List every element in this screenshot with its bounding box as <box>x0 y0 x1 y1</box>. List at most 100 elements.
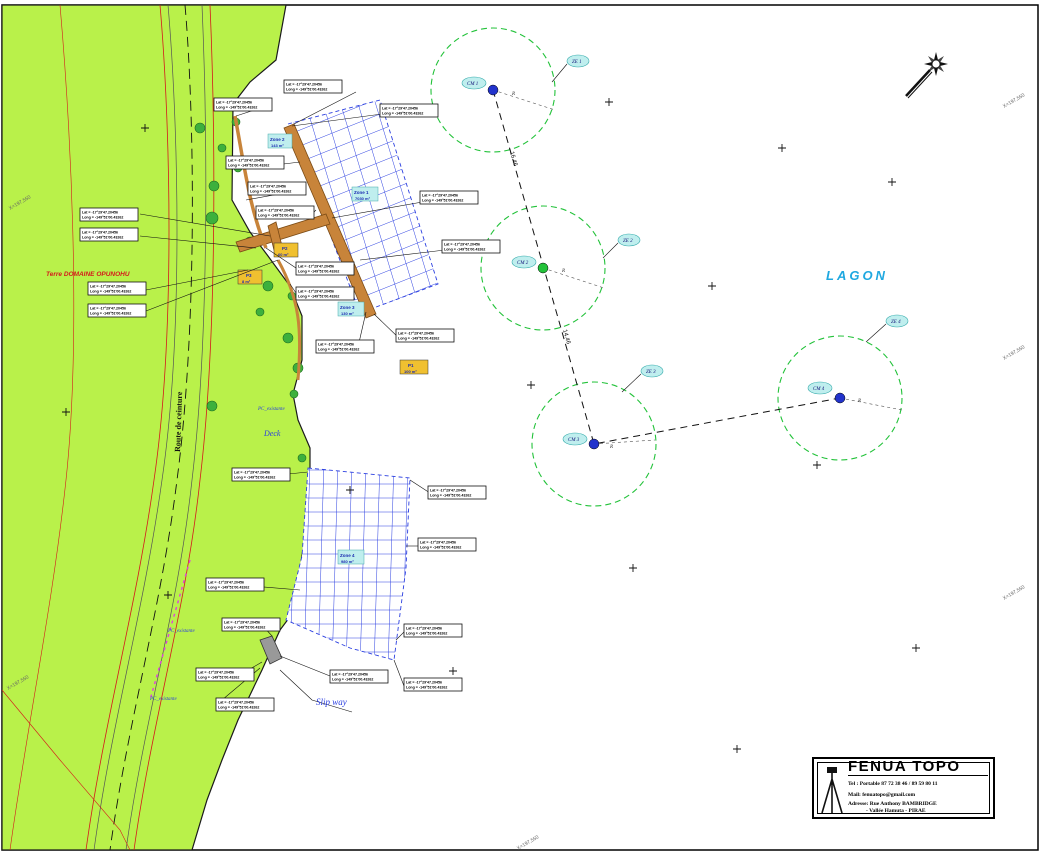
coordinate-long: Long = -149°51'00.43262 <box>422 199 463 203</box>
title-block-brand: FENUA TOPO <box>848 758 961 775</box>
coordinate-lat: Lat = -17°29'47.20456 <box>258 209 294 213</box>
coordinate-lat: Lat = -17°29'47.20456 <box>318 343 354 347</box>
small-zone-labels <box>237 242 429 375</box>
coordinate-long: Long = -149°51'00.43262 <box>216 106 257 110</box>
grid-crosses <box>62 98 920 753</box>
coordinate-lat: Lat = -17°29'47.20456 <box>332 673 368 677</box>
coordinate-lat: Lat = -17°29'47.20456 <box>406 627 442 631</box>
mooring-zone-label-2: ZE 2 <box>623 239 633 244</box>
title-block: FENUA TOPO Tel : Portable 87 72 38 46 / … <box>812 757 995 819</box>
road-label: Route de ceinture <box>173 391 184 452</box>
coordinate-long: Long = -149°51'00.43262 <box>382 112 423 116</box>
title-block-mail: Mail: fenuatopo@gmail.com <box>848 792 916 798</box>
coordinate-long: Long = -149°51'00.43262 <box>430 494 471 498</box>
zone-name-2: Zone 2 <box>270 137 285 142</box>
coordinate-long: Long = -149°51'00.43262 <box>228 164 269 168</box>
coordinate-long: Long = -149°51'00.43262 <box>398 337 439 341</box>
coordinate-lat: Lat = -17°29'47.20456 <box>224 621 260 625</box>
coordinate-long: Long = -149°51'00.43262 <box>406 686 447 690</box>
pc-label-3: PC_existante <box>149 697 177 702</box>
coordinate-lat: Lat = -17°29'47.20456 <box>208 581 244 585</box>
coordinate-lat: Lat = -17°29'47.20456 <box>82 211 118 215</box>
coordinate-lat: Lat = -17°29'47.20456 <box>286 83 322 87</box>
distance-label-2: 14.46 <box>561 329 571 346</box>
coordinate-lat: Lat = -17°29'47.20456 <box>382 107 418 111</box>
title-block-rule <box>848 775 988 776</box>
mooring-radius-label-3: R <box>609 445 613 450</box>
coordinate-long: Long = -149°51'00.43262 <box>218 706 259 710</box>
slipway-structure <box>259 635 283 665</box>
title-block-address2: - Vallée Hamuta - PIRAE <box>866 808 926 814</box>
coordinate-lat: Lat = -17°29'47.20456 <box>406 681 442 685</box>
slipway-label: Slip way <box>316 697 347 707</box>
small-zone-name-2: P2 <box>282 246 288 251</box>
compass-rose-icon <box>905 52 948 99</box>
coordinate-long: Long = -149°51'00.43262 <box>208 586 249 590</box>
mooring-zone-label-3: ZE 3 <box>646 370 656 375</box>
lagoon-label: LAGON <box>826 268 888 283</box>
coordinate-lat: Lat = -17°29'47.20456 <box>398 332 434 336</box>
pc-label-1: PC_existante <box>257 407 285 412</box>
coordinate-long: Long = -149°51'00.43262 <box>198 676 239 680</box>
mooring-zone-label-4: ZE 4 <box>891 320 901 325</box>
coordinate-lat: Lat = -17°29'47.20456 <box>422 194 458 198</box>
coordinate-lat: Lat = -17°29'47.20456 <box>82 231 118 235</box>
zone-name-3: Zone 3 <box>340 305 355 310</box>
surveyor-tripod-icon <box>821 767 843 814</box>
title-block-address: Adresse: Rue Anthony BAMBRIDGE <box>848 801 937 807</box>
small-zone-name-1: P1 <box>408 363 414 368</box>
zone-name-1: Zone 1 <box>354 190 369 195</box>
mooring-radius-label-4: R <box>857 399 861 404</box>
coordinate-long: Long = -149°51'00.43262 <box>298 295 339 299</box>
coordinate-long: Long = -149°51'00.43262 <box>258 214 299 218</box>
zone-area-2: 143 m² <box>271 143 284 148</box>
land-label: Terre DOMAINE OPUNOHU <box>46 271 130 278</box>
title-block-phone: Tel : Portable 87 72 38 46 / 89 59 80 11 <box>848 781 938 787</box>
coordinate-long: Long = -149°51'00.43262 <box>90 312 131 316</box>
coordinate-long: Long = -149°51'00.43262 <box>332 678 373 682</box>
coordinate-lat: Lat = -17°29'47.20456 <box>216 101 252 105</box>
coordinate-lat: Lat = -17°29'47.20456 <box>430 489 466 493</box>
coordinate-long: Long = -149°51'00.43262 <box>318 348 359 352</box>
coordinate-lat: Lat = -17°29'47.20456 <box>298 265 334 269</box>
coordinate-long: Long = -149°51'00.43262 <box>82 236 123 240</box>
pc-label-2: PC_existante <box>167 629 195 634</box>
mooring-radius-label-2: R <box>561 269 565 274</box>
coordinate-lat: Lat = -17°29'47.20456 <box>228 159 264 163</box>
coordinate-lat: Lat = -17°29'47.20456 <box>90 285 126 289</box>
coordinate-long: Long = -149°51'00.43262 <box>286 88 327 92</box>
zone-name-tags <box>267 133 379 565</box>
mooring-label-2: CM 2 <box>517 261 529 266</box>
coordinate-long: Long = -149°51'00.43262 <box>82 216 123 220</box>
coordinate-lat: Lat = -17°29'47.20456 <box>90 307 126 311</box>
road-lines <box>1 4 215 851</box>
coordinate-long: Long = -149°51'00.43262 <box>234 476 275 480</box>
deck-label: Deck <box>263 429 281 438</box>
coordinate-long: Long = -149°51'00.43262 <box>444 248 485 252</box>
zone-area-1: 7030 m² <box>355 196 371 201</box>
zone-area-4: 980 m² <box>341 559 354 564</box>
coordinate-long: Long = -149°51'00.43262 <box>406 632 447 636</box>
